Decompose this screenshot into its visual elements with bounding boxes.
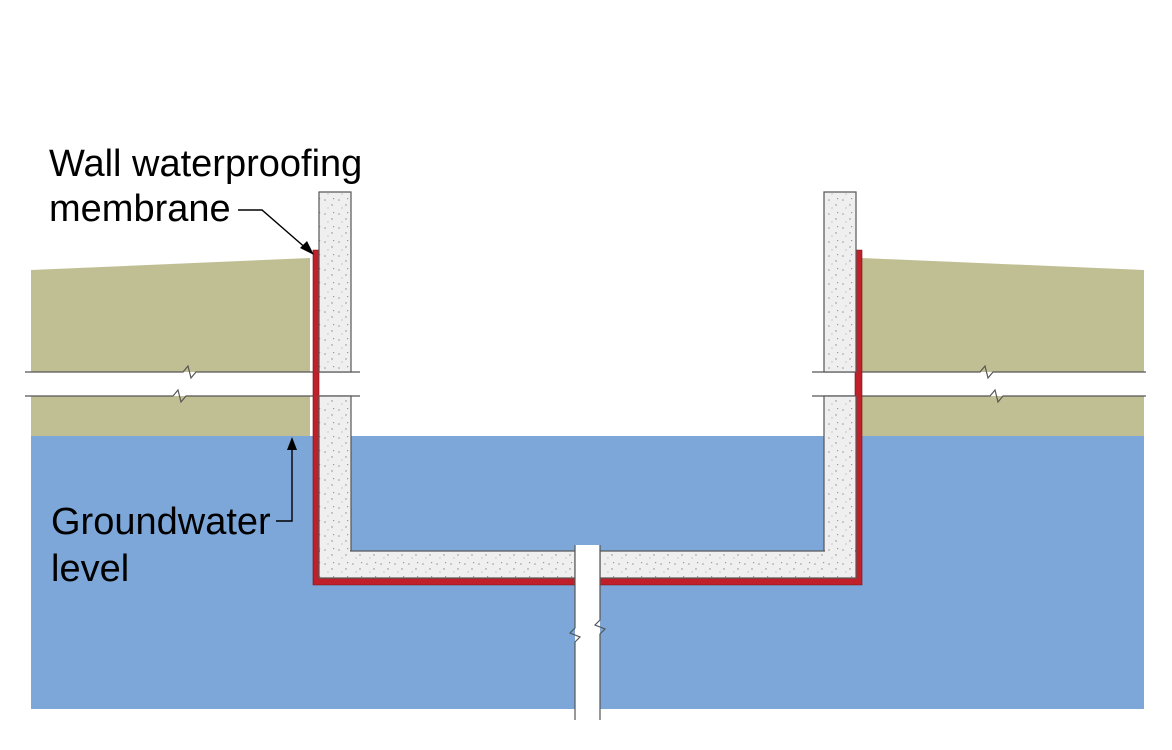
groundwater-label-line2: level — [51, 548, 129, 590]
slab-left — [318, 550, 576, 579]
break-band-right — [812, 372, 1152, 396]
break-line-left-top — [25, 364, 360, 380]
soil-right — [862, 258, 1144, 436]
groundwater-leader-arrowhead — [287, 437, 297, 450]
break-line-left-bottom — [25, 388, 360, 404]
break-line-vertical-left — [568, 545, 582, 720]
groundwater-label-line1: Groundwater — [51, 501, 271, 543]
membrane-label-line2: membrane — [49, 188, 231, 230]
membrane-label-line1: Wall waterproofing — [49, 143, 362, 185]
groundwater-leader-line — [276, 446, 293, 522]
membrane-leader-line — [238, 209, 309, 251]
wall-left-lower — [318, 395, 352, 552]
wall-right-lower — [823, 395, 857, 552]
membrane-leader-arrowhead — [300, 241, 314, 255]
soil-left — [31, 258, 310, 436]
wall-left-upper — [318, 191, 352, 373]
break-line-right-bottom — [812, 388, 1146, 404]
break-gap-vertical — [575, 545, 600, 720]
wall-right-upper — [823, 191, 857, 373]
break-line-right-top — [812, 364, 1146, 380]
slab-right — [599, 550, 857, 579]
break-line-vertical-right — [593, 545, 607, 720]
